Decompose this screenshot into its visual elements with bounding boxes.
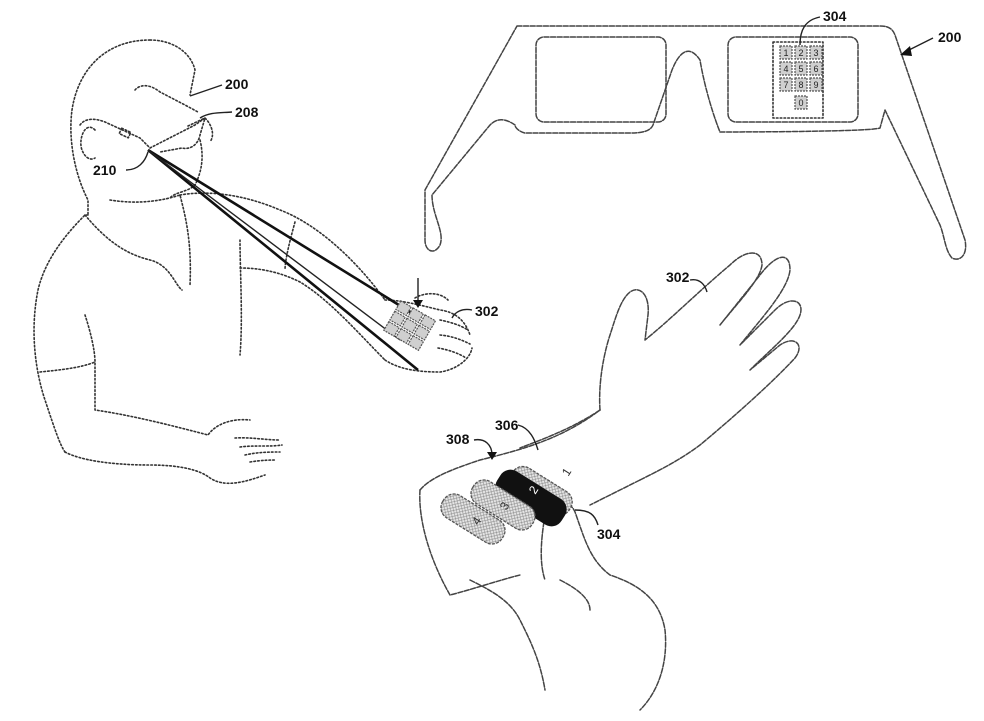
leader-210 — [125, 151, 149, 171]
svg-text:8: 8 — [798, 80, 803, 90]
label-304-top: 304 — [823, 8, 847, 24]
glasses-detail — [424, 25, 967, 260]
svg-text:4: 4 — [783, 64, 788, 74]
projected-keypad-on-hand — [383, 300, 437, 352]
svg-text:1: 1 — [559, 465, 575, 478]
leader-302-right — [689, 278, 708, 293]
right-lens — [727, 36, 859, 123]
leader-208 — [199, 111, 233, 119]
leader-304-top — [799, 16, 821, 46]
label-308: 308 — [446, 431, 470, 447]
arrow-to-projection — [413, 278, 423, 308]
projection-beams — [147, 148, 421, 372]
svg-text:3: 3 — [813, 48, 818, 58]
svg-text:7: 7 — [783, 80, 788, 90]
svg-text:6: 6 — [813, 64, 818, 74]
svg-text:0: 0 — [798, 98, 803, 108]
leader-200-left — [189, 84, 223, 97]
person-figure — [33, 39, 473, 485]
label-210: 210 — [93, 162, 117, 178]
arm-keystrips: 1 2 3 4 — [440, 465, 575, 545]
lens-keypad: 1 2 3 4 5 6 7 8 9 0 — [779, 45, 823, 110]
strip-4 — [440, 493, 506, 545]
leader-302-left — [451, 308, 473, 319]
leader-306 — [517, 424, 539, 451]
label-208: 208 — [235, 104, 259, 120]
left-lens — [535, 36, 667, 123]
svg-text:1: 1 — [783, 48, 788, 58]
strip-3 — [470, 479, 536, 531]
strip-2-highlighted — [495, 469, 567, 527]
label-302-left: 302 — [475, 303, 499, 319]
label-302-right: 302 — [666, 269, 690, 285]
leader-304-bottom — [574, 509, 599, 526]
glasses-on-person — [79, 84, 214, 153]
svg-text:9: 9 — [813, 80, 818, 90]
svg-text:5: 5 — [798, 64, 803, 74]
label-200-left: 200 — [225, 76, 249, 92]
label-200-top: 200 — [938, 29, 962, 45]
svg-text:2: 2 — [798, 48, 803, 58]
label-306: 306 — [495, 417, 519, 433]
label-304-bottom: 304 — [597, 526, 621, 542]
